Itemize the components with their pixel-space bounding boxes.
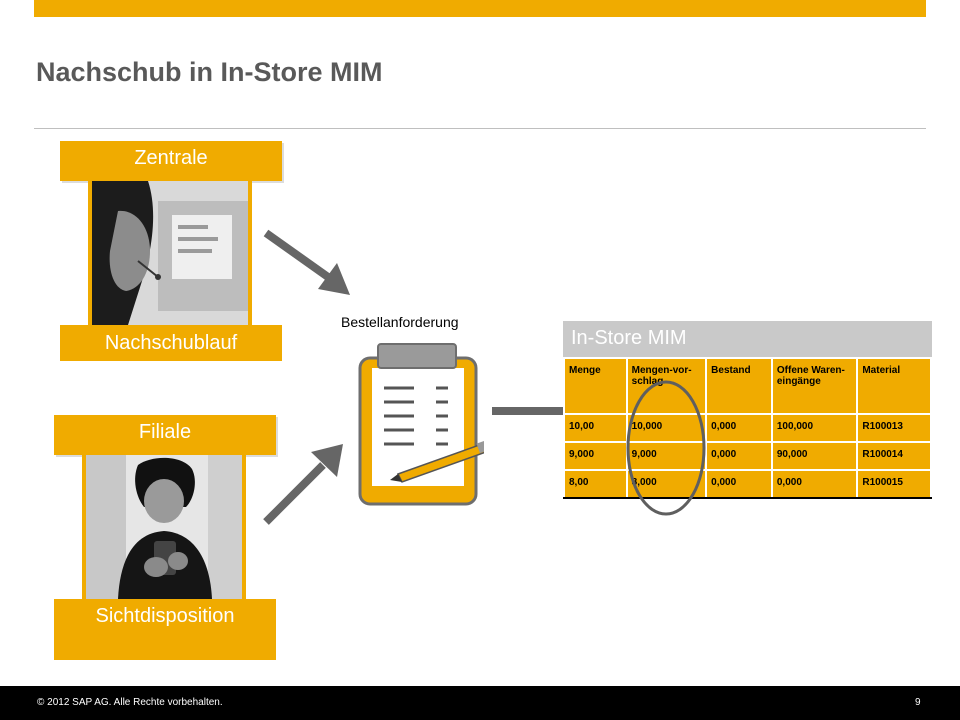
cell-bestand: 0,000 — [705, 469, 773, 499]
cell-bestand: 0,000 — [705, 413, 773, 443]
cell-material: R100014 — [856, 441, 932, 471]
cell-material: R100015 — [856, 469, 932, 499]
zentrale-label-text: Zentrale — [134, 147, 208, 169]
arrow-zentrale-to-order — [263, 229, 331, 281]
col-header-material: Material — [856, 357, 932, 415]
cell-offene-wareneingaenge: 90,000 — [770, 441, 859, 471]
pencil-icon — [390, 440, 484, 483]
page-number: 9 — [915, 697, 921, 708]
cell-offene-wareneingaenge: 100,000 — [770, 413, 859, 443]
cell-bestand: 0,000 — [705, 441, 773, 471]
clipboard-icon — [358, 343, 484, 506]
cell-material: R100013 — [856, 413, 932, 443]
arrow-head-zentrale — [318, 263, 350, 295]
copyright-text: © 2012 SAP AG. Alle Rechte vorbehalten. — [37, 697, 223, 708]
sichtdisposition-label-text: Sichtdisposition — [95, 605, 235, 627]
col-header-mengenvorschlag: Mengen-vor-schlag — [625, 357, 708, 415]
cell-mengenvorschlag: 10,000 — [625, 413, 708, 443]
arrow-head-filiale — [311, 444, 343, 477]
top-accent-bar — [34, 0, 926, 17]
zentrale-label: Zentrale — [60, 141, 282, 181]
table-row: 10,00 10,000 0,000 100,000 R100013 — [563, 413, 932, 443]
footer-bar: © 2012 SAP AG. Alle Rechte vorbehalten. … — [0, 686, 960, 720]
call-center-photo — [88, 181, 252, 325]
highlight-ellipse — [626, 380, 706, 516]
cell-menge: 9,000 — [563, 441, 628, 471]
filiale-label-text: Filiale — [138, 421, 192, 443]
store-employee-photo — [82, 455, 246, 599]
mim-title: In-Store MIM — [571, 327, 687, 349]
filiale-label: Filiale — [54, 415, 276, 455]
bestellanforderung-label: Bestellanforderung — [341, 314, 459, 330]
col-header-offene-wareneingaenge: Offene Waren-eingänge — [770, 357, 859, 415]
nachschublauf-label: Nachschublauf — [60, 325, 282, 361]
slide-title: Nachschub in In-Store MIM — [36, 57, 383, 87]
col-header-menge: Menge — [563, 357, 628, 415]
mim-header-row: Menge Mengen-vor-schlag Bestand Offene W… — [563, 357, 932, 415]
sichtdisposition-label: Sichtdisposition — [54, 599, 276, 660]
cell-offene-wareneingaenge: 0,000 — [770, 469, 859, 499]
mim-header: In-Store MIM — [563, 321, 932, 357]
cell-menge: 8,00 — [563, 469, 628, 499]
nachschublauf-label-text: Nachschublauf — [104, 332, 238, 354]
cell-menge: 10,00 — [563, 413, 628, 443]
title-divider — [34, 128, 926, 129]
mim-table: Menge Mengen-vor-schlag Bestand Offene W… — [563, 357, 932, 499]
col-header-bestand: Bestand — [705, 357, 773, 415]
arrow-filiale-to-order — [263, 462, 326, 525]
